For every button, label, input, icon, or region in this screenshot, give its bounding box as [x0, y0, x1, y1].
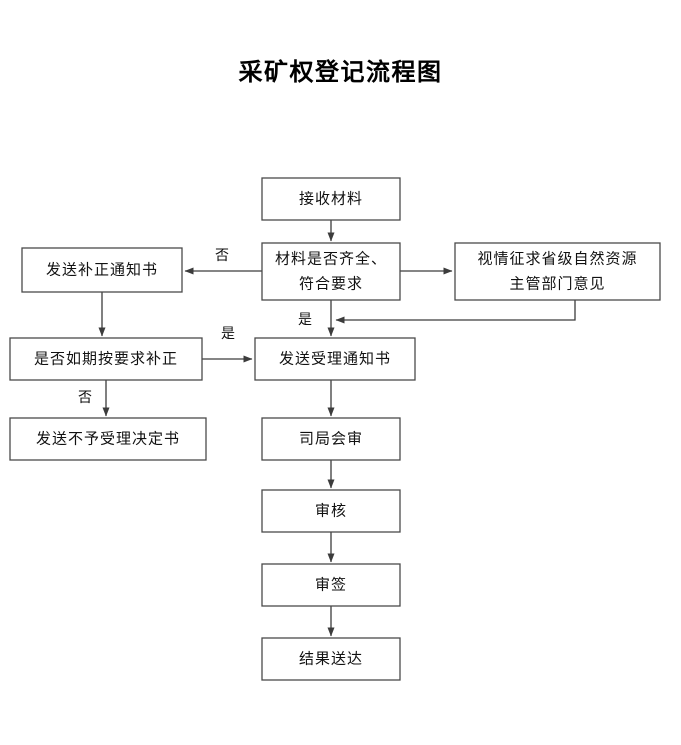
flow-node-receive[interactable]: 接收材料 [261, 177, 401, 221]
flow-node-joint_review[interactable]: 司局会审 [261, 417, 401, 461]
node-label: 主管部门意见 [509, 275, 605, 293]
node-label: 材料是否齐全、 [275, 250, 387, 268]
flow-node-sign[interactable]: 审签 [261, 563, 401, 607]
node-box[interactable] [9, 337, 203, 381]
node-label: 符合要求 [299, 275, 363, 293]
node-label: 视情征求省级自然资源 [477, 250, 637, 268]
node-label: 是否如期按要求补正 [34, 350, 178, 368]
node-box[interactable] [261, 563, 401, 607]
edge-label: 是 [298, 312, 312, 328]
flow-node-send_reject[interactable]: 发送不予受理决定书 [9, 417, 207, 461]
node-box[interactable] [261, 489, 401, 533]
flow-edge [335, 300, 576, 324]
node-box[interactable] [21, 247, 183, 293]
flow-node-examine[interactable]: 审核 [261, 489, 401, 533]
node-label: 审签 [315, 576, 347, 594]
page-title: 采矿权登记流程图 [238, 58, 443, 86]
node-label: 结果送达 [299, 650, 363, 668]
nodes-layer: 接收材料材料是否齐全、符合要求视情征求省级自然资源主管部门意见发送补正通知书是否… [9, 177, 661, 681]
edge-label: 是 [221, 326, 235, 342]
edge-label: 否 [215, 248, 229, 264]
flow-node-send_accept[interactable]: 发送受理通知书 [254, 337, 416, 381]
node-label: 发送受理通知书 [279, 350, 391, 368]
node-label: 接收材料 [299, 190, 363, 208]
node-box[interactable] [261, 177, 401, 221]
node-box[interactable] [9, 417, 207, 461]
node-box[interactable] [261, 637, 401, 681]
node-label: 审核 [315, 502, 347, 520]
node-label: 司局会审 [299, 430, 363, 448]
flow-node-send_correct[interactable]: 发送补正通知书 [21, 247, 183, 293]
flow-node-check[interactable]: 材料是否齐全、符合要求 [261, 242, 401, 301]
node-box[interactable] [261, 417, 401, 461]
node-box[interactable] [454, 242, 661, 301]
edge-label: 否 [78, 390, 92, 406]
flow-node-deliver[interactable]: 结果送达 [261, 637, 401, 681]
node-label: 发送不予受理决定书 [36, 430, 180, 448]
node-label: 发送补正通知书 [46, 261, 158, 279]
node-box[interactable] [254, 337, 416, 381]
node-box[interactable] [261, 242, 401, 301]
flow-node-corrected[interactable]: 是否如期按要求补正 [9, 337, 203, 381]
